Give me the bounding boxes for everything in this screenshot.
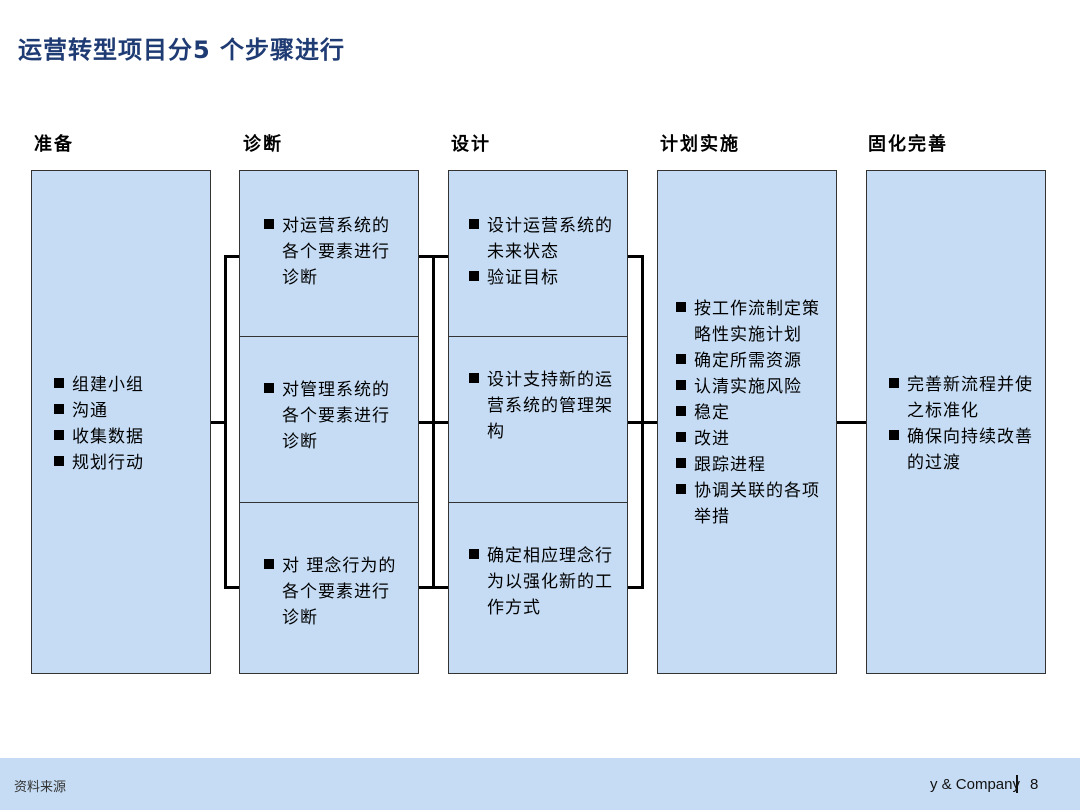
- step-heading-diagnose: 诊断: [243, 134, 283, 155]
- list-item: 对管理系统的各个要素进行诊断: [264, 377, 404, 455]
- list-item: 确定相应理念行为以强化新的工作方式: [469, 543, 614, 621]
- list-item: 沟通: [54, 398, 144, 424]
- implement-list: 按工作流制定策略性实施计划 确定所需资源 认清实施风险 稳定 改进 跟踪进程 协…: [676, 296, 826, 530]
- prepare-list: 组建小组 沟通 收集数据 规划行动: [54, 372, 144, 476]
- list-item: 按工作流制定策略性实施计划: [676, 296, 826, 348]
- connector-implement-solidify: [836, 421, 867, 424]
- list-item: 完善新流程并使之标准化: [889, 372, 1039, 424]
- step-heading-design: 设计: [451, 134, 491, 155]
- company-name: y & Company: [929, 776, 1020, 793]
- list-item: 跟踪进程: [676, 452, 826, 478]
- diagnose-box-mindset: 对 理念行为的各个要素进行诊断: [239, 502, 419, 674]
- connector-design-implement: [627, 421, 658, 424]
- page-title: 运营转型项目分5 个步骤进行: [18, 36, 346, 64]
- list-item: 确定所需资源: [676, 348, 826, 374]
- list-item: 对 理念行为的各个要素进行诊断: [264, 553, 404, 631]
- connector-stub-2b: [432, 586, 449, 589]
- page-number: 8: [1030, 776, 1039, 793]
- list-item: 对运营系统的各个要素进行诊断: [264, 213, 404, 291]
- list-item: 协调关联的各项举措: [676, 478, 826, 530]
- footer-bar: [0, 758, 1080, 810]
- connector-stub-1b: [224, 586, 240, 589]
- solidify-list: 完善新流程并使之标准化 确保向持续改善的过渡: [889, 372, 1039, 476]
- connector-bracket-right-1: [418, 255, 432, 258]
- list-item: 改进: [676, 426, 826, 452]
- step-heading-solidify: 固化完善: [868, 134, 948, 155]
- list-item: 组建小组: [54, 372, 144, 398]
- connector-prepare-diagnose: [210, 421, 224, 424]
- source-label: 资料来源: [14, 780, 67, 795]
- step-box-implement: 按工作流制定策略性实施计划 确定所需资源 认清实施风险 稳定 改进 跟踪进程 协…: [657, 170, 837, 674]
- connector-bracket-right-1b: [418, 586, 432, 589]
- connector-stub-2a: [432, 255, 449, 258]
- list-item: 规划行动: [54, 450, 144, 476]
- step-box-prepare: 组建小组 沟通 收集数据 规划行动: [31, 170, 211, 674]
- design-box-mindset: 确定相应理念行为以强化新的工作方式: [448, 502, 628, 674]
- connector-bracket-left-1: [224, 255, 227, 589]
- diagnose-box-operations: 对运营系统的各个要素进行诊断: [239, 170, 419, 337]
- list-item: 验证目标: [469, 265, 614, 291]
- list-item: 确保向持续改善的过渡: [889, 424, 1039, 476]
- list-item: 设计支持新的运营系统的管理架构: [469, 367, 614, 445]
- step-heading-implement: 计划实施: [660, 134, 740, 155]
- footer-divider: [1016, 775, 1018, 793]
- step-box-solidify: 完善新流程并使之标准化 确保向持续改善的过渡: [866, 170, 1046, 674]
- diagnose-box-management: 对管理系统的各个要素进行诊断: [239, 336, 419, 503]
- list-item: 设计运营系统的未来状态: [469, 213, 614, 265]
- connector-stub-1a: [224, 255, 240, 258]
- list-item: 认清实施风险: [676, 374, 826, 400]
- design-box-operations: 设计运营系统的未来状态 验证目标: [448, 170, 628, 337]
- connector-bracket-mid-v: [432, 255, 435, 589]
- step-heading-prepare: 准备: [34, 134, 74, 155]
- connector-bracket-right-2b: [627, 586, 641, 589]
- design-box-management: 设计支持新的运营系统的管理架构: [448, 336, 628, 503]
- list-item: 稳定: [676, 400, 826, 426]
- connector-bracket-right-2a: [627, 255, 641, 258]
- list-item: 收集数据: [54, 424, 144, 450]
